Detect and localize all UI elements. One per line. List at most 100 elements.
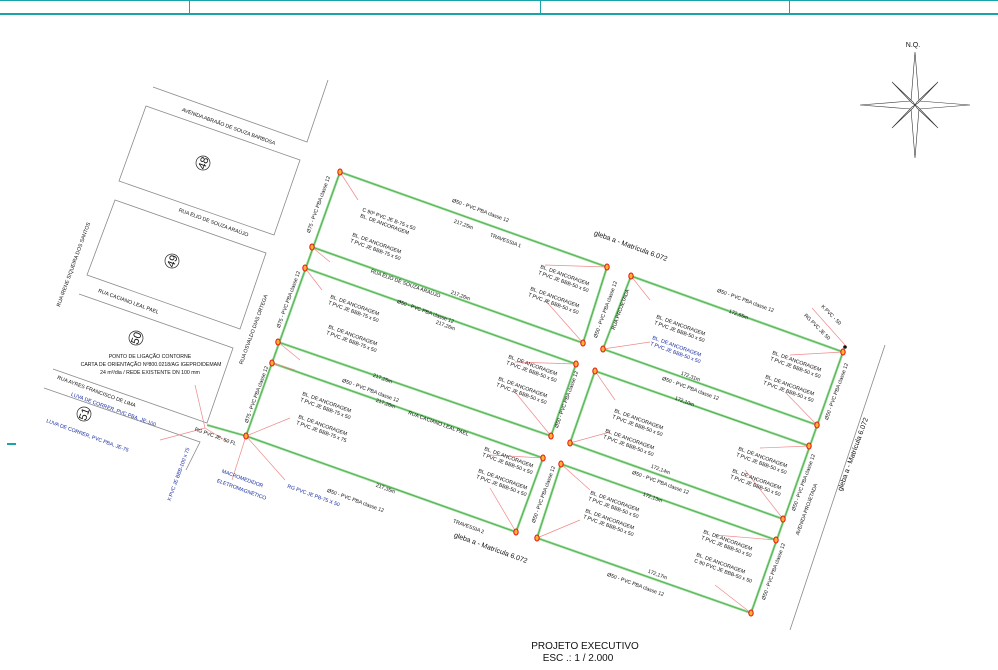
pipe-fitting-node: [269, 359, 275, 367]
lot-number: 49: [165, 254, 180, 270]
leader-line: [784, 391, 818, 426]
leader-line: [304, 267, 323, 291]
pipe-nodes: [243, 168, 846, 617]
leader-line: [271, 362, 296, 371]
leader-line: [630, 275, 651, 301]
pipe-centerline: [560, 463, 777, 541]
road-edge: [152, 79, 329, 143]
anchor-leaders: [159, 171, 847, 614]
drawing-label: gleba a - Matrícula 6.072: [453, 532, 528, 565]
north-arrow: N.Q.: [859, 42, 971, 159]
pipe-fitting-node: [534, 534, 540, 542]
drawing-scale: ESC .: 1 / 2.000: [543, 653, 614, 664]
pipe-centerline: [536, 537, 752, 614]
leader-line: [594, 370, 616, 401]
leader-line: [194, 384, 206, 429]
leader-line: [544, 299, 584, 344]
pipe-centerline: [206, 424, 247, 437]
lot-circle: [128, 330, 144, 346]
pipe-fitting-node: [600, 345, 606, 353]
pipe-centerline: [271, 362, 544, 459]
drawing-title: PROJETO EXECUTIVO: [531, 641, 639, 652]
drawing-label: RUA OSVALDO DIAS ORTEGA: [239, 294, 270, 366]
drawing-label: RG PVC JE 50: [802, 313, 831, 342]
leader-line: [759, 445, 810, 449]
pipe-fitting-node: [302, 264, 308, 272]
lot-circle: [164, 253, 180, 269]
title-block-header: [0, 0, 998, 15]
lot-number: 51: [77, 407, 92, 423]
pipe-fitting-node: [604, 263, 610, 271]
drawing-label: X PVC JE BBB-100 x 75: [167, 447, 192, 502]
leader-line: [744, 469, 784, 520]
leader-line: [245, 417, 291, 437]
pipe-centerline: [602, 348, 818, 426]
drawing-label: LUVA DE CORRER, PVC PBA, JE-75: [45, 418, 129, 454]
pipe-centerline: [311, 246, 584, 344]
drawing-label: Ø75 - PVC PBA classe 12: [276, 270, 302, 329]
pipe-fitting-node: [337, 168, 343, 176]
pipe-centerline: [339, 171, 608, 268]
header-divider: [540, 1, 541, 14]
pipe-fitting-node: [513, 528, 519, 536]
leader-line: [277, 341, 301, 361]
header-divider: [189, 1, 190, 14]
drawing-label: RUA IRENE SIQUEIRA DOS SANTOS: [56, 221, 92, 307]
leader-line: [231, 435, 247, 481]
pipe-network: [206, 170, 845, 615]
pipe-centerline: [515, 457, 544, 533]
leader-line: [204, 427, 229, 443]
north-label: N.Q.: [906, 42, 920, 49]
leader-line: [544, 264, 608, 268]
road-edge: [789, 344, 886, 631]
pipe-centerline: [594, 370, 810, 447]
leader-line: [569, 431, 611, 444]
margin-mark: [7, 443, 16, 445]
pipe-fitting-node: [780, 515, 786, 523]
header-divider: [789, 1, 790, 14]
drawing-label: K PVC - 50: [819, 304, 842, 327]
leader-line: [514, 391, 552, 437]
compass-rose-icon: [859, 51, 971, 159]
leader-line: [245, 435, 286, 481]
drawing-label: 172,13m: [642, 492, 663, 505]
pipe-fitting-node: [580, 339, 586, 347]
drawing-label: Ø75 - PVC PBA classe 12: [244, 365, 270, 424]
lot-number: 50: [129, 331, 144, 347]
pipe-centerline: [245, 171, 341, 437]
lot-markers: 48 49 50 51: [76, 155, 212, 423]
street-blocks: [43, 79, 886, 631]
block-49: [86, 199, 267, 330]
pipe-centerline: [245, 435, 517, 533]
pipe-fitting-node: [548, 432, 554, 440]
pipe-centerline: [277, 341, 552, 437]
pipe-fitting-node: [806, 442, 812, 450]
pipe-fitting-node: [540, 454, 546, 462]
pipe-fitting-node: [773, 536, 779, 544]
drawing-label: CARTA DE ORIENTAÇÃO Nº800.0218/AG IGEPRO…: [81, 361, 222, 368]
lot-circle: [195, 155, 211, 171]
leader-line: [714, 534, 777, 541]
connection-point: [843, 345, 847, 349]
block-51: [43, 387, 201, 471]
leader-line: [536, 519, 581, 539]
leader-line: [339, 171, 359, 201]
drawing-label: Ø50 - PVC PBA classe 12: [554, 370, 580, 429]
drawing-label: 217,25m: [453, 219, 474, 232]
pipe-fitting-node: [748, 609, 754, 617]
lot-number: 48: [196, 156, 211, 172]
pipe-fitting-node: [628, 272, 634, 280]
drawing-label: 172,65m: [728, 309, 749, 322]
